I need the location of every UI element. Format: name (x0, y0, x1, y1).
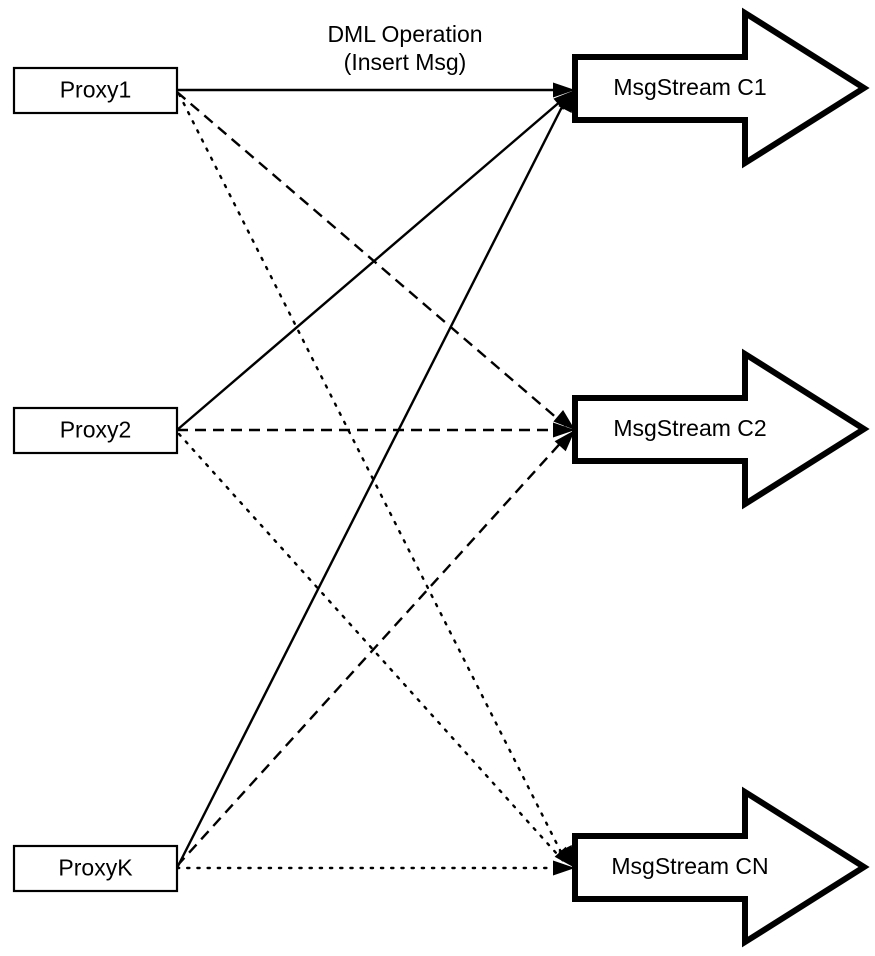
stream-node-cn[interactable]: MsgStream CN (572, 786, 870, 948)
proxy-node-proxyk[interactable]: ProxyK (12, 844, 179, 893)
connection-proxy1-to-stream-c2[interactable] (176, 91, 567, 427)
edge-label-dml-operation: DML Operation (Insert Msg) (327, 21, 482, 75)
block-arrow-icon[interactable] (572, 7, 870, 169)
stream-label: MsgStream C1 (613, 74, 766, 100)
block-arrow-icon[interactable] (572, 786, 870, 948)
connection-proxy1-to-stream-cn[interactable] (177, 92, 568, 864)
edge-label-line1: DML Operation (327, 21, 482, 47)
connection-proxyk-to-stream-c2[interactable] (176, 436, 567, 867)
arrowhead-icon (553, 860, 575, 876)
arrow-heads-group (553, 82, 575, 876)
arrowhead-icon (553, 410, 575, 430)
arrow-head-stream-c2 (553, 410, 575, 452)
connection-proxy2-to-stream-c1[interactable] (176, 93, 570, 431)
proxy-box[interactable] (12, 844, 179, 893)
arrowhead-icon (553, 422, 575, 438)
arrow-head-stream-c1 (553, 82, 575, 113)
stream-node-c1[interactable]: MsgStream C1 (572, 7, 870, 169)
stream-label: MsgStream CN (611, 853, 768, 879)
proxy-nodes-group: Proxy1 Proxy2 ProxyK (12, 66, 179, 893)
edge-label-line2: (Insert Msg) (344, 49, 467, 75)
block-arrow-icon[interactable] (572, 348, 870, 510)
proxy-node-proxy2[interactable]: Proxy2 (12, 406, 179, 455)
arrow-head-stream-cn (553, 845, 575, 876)
arrowhead-icon (554, 846, 575, 868)
proxy-node-proxy1[interactable]: Proxy1 (12, 66, 179, 115)
proxy-label: ProxyK (58, 855, 133, 881)
proxy-box[interactable] (12, 406, 179, 455)
stream-nodes-group: MsgStream C1 MsgStream C2 MsgStream CN (572, 7, 870, 948)
connection-proxy2-to-stream-cn[interactable] (177, 432, 568, 866)
arrowhead-icon (554, 430, 575, 452)
arrowhead-icon (553, 82, 575, 98)
proxy-box[interactable] (12, 66, 179, 115)
connection-proxyk-to-stream-c1[interactable] (175, 98, 568, 869)
stream-node-c2[interactable]: MsgStream C2 (572, 348, 870, 510)
connection-lines-group (175, 88, 570, 870)
proxy-label: Proxy1 (60, 77, 132, 103)
stream-label: MsgStream C2 (613, 415, 766, 441)
arrowhead-icon (553, 90, 575, 110)
proxy-label: Proxy2 (60, 417, 132, 443)
arrowhead-icon (558, 90, 575, 113)
